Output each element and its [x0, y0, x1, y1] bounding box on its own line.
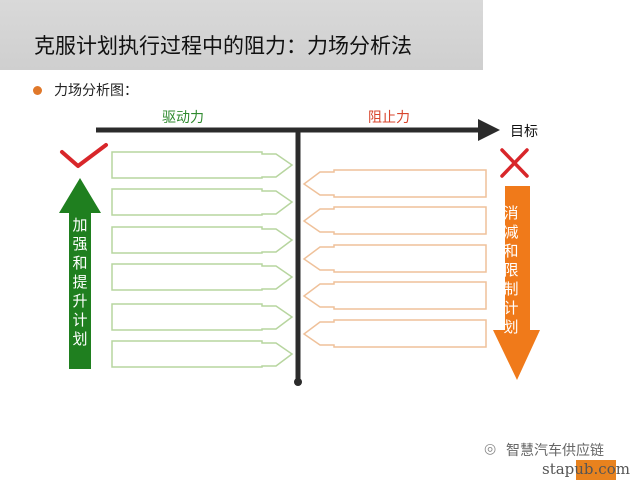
resisting-arrow	[302, 319, 487, 348]
driving-arrow	[111, 340, 294, 368]
driving-arrow	[111, 263, 294, 291]
resisting-arrow	[302, 169, 487, 198]
strengthen-plan-text: 加强和提升计划	[72, 216, 88, 348]
page-title: 克服计划执行过程中的阻力：力场分析法	[34, 34, 412, 58]
site-watermark: stapub.com	[542, 460, 630, 478]
resisting-arrow	[302, 244, 487, 273]
title-band	[0, 0, 483, 70]
resisting-arrow	[302, 281, 487, 310]
goal-label: 目标	[510, 124, 538, 140]
driving-arrows	[111, 151, 294, 368]
check-icon	[60, 143, 108, 168]
cross-icon	[500, 148, 529, 178]
goal-arrowhead	[478, 119, 500, 141]
watermark-text: 智慧汽车供应链	[506, 443, 604, 459]
driving-arrow	[111, 188, 294, 216]
driving-arrow	[111, 151, 294, 179]
bullet-dot	[33, 86, 42, 95]
reduce-plan-text: 消减和限制计划	[503, 204, 519, 336]
resisting-force-label: 阻止力	[368, 110, 410, 126]
driving-arrow	[111, 226, 294, 254]
right-reduce-arrow	[493, 186, 540, 380]
resisting-arrows	[302, 169, 487, 348]
left-strengthen-arrow	[59, 178, 101, 369]
wechat-icon: ◎	[484, 441, 497, 457]
resisting-arrow	[302, 206, 487, 235]
driving-force-label: 驱动力	[162, 110, 204, 126]
corner-block	[576, 460, 616, 480]
divider-end	[294, 378, 302, 386]
bullet-text: 力场分析图：	[54, 83, 138, 99]
driving-arrow	[111, 303, 294, 331]
